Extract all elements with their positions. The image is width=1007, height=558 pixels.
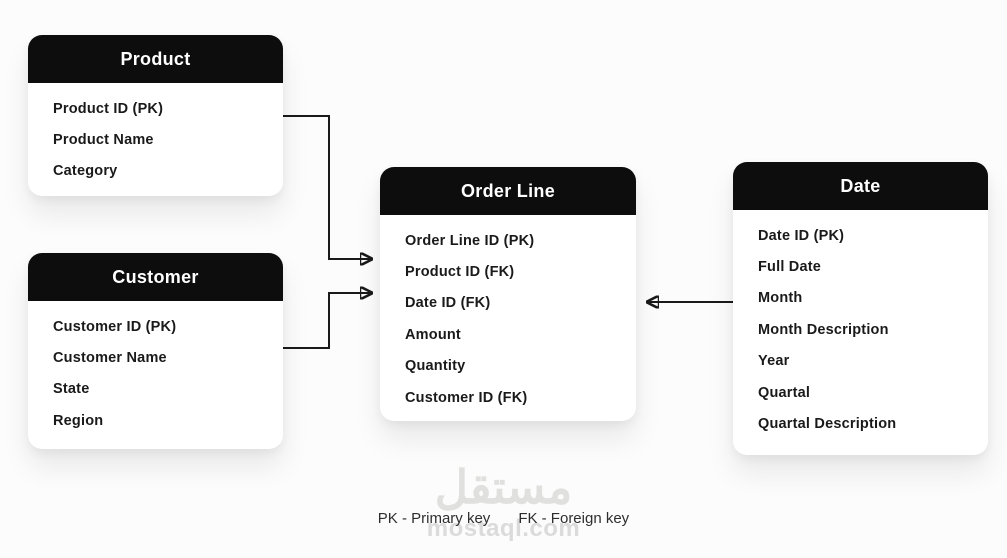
entity-title-customer: Customer [112,266,199,287]
field-state: State [53,381,90,398]
watermark: مستقل mostaql.com [0,462,1007,543]
entity-title-date: Date [840,175,881,196]
mostaql-logo: مستقل [434,461,573,513]
field-quantity: Quantity [405,358,466,375]
entity-header-date: Date [733,162,988,210]
watermark-domain: mostaql.com [426,514,581,542]
legend: PK - Primary key FK - Foreign key [0,510,1007,527]
field-category: Category [53,163,118,180]
entity-header-product: Product [28,35,283,83]
entity-body-order-line: Order Line ID (PK) Product ID (FK) Date … [380,215,636,414]
entity-body-product: Product ID (PK) Product Name Category [28,83,283,188]
entity-header-customer: Customer [28,253,283,301]
legend-pk-label: PK - Primary key [377,510,491,527]
entity-title-order-line: Order Line [460,180,556,201]
field-customer-name: Customer Name [53,350,167,367]
field-order-line-id-pk: Order Line ID (PK) [405,232,535,249]
field-customer-id-fk: Customer ID (FK) [405,389,528,406]
field-product-id-fk: Product ID (FK) [405,264,515,281]
entity-card-customer: Customer Customer ID (PK) Customer Name … [28,253,283,449]
field-quartal: Quartal [758,384,811,401]
entity-body-date: Date ID (PK) Full Date Month Month Descr… [733,210,988,440]
field-full-date: Full Date [758,259,822,276]
field-product-name: Product Name [53,132,154,149]
field-month: Month [758,290,803,307]
entity-title-product: Product [120,48,191,69]
connector-customer-to-orderline [283,293,371,349]
field-product-id-pk: Product ID (PK) [53,100,164,117]
field-quartal-description: Quartal Description [758,416,897,433]
entity-body-customer: Customer ID (PK) Customer Name State Reg… [28,301,283,437]
field-customer-id-pk: Customer ID (PK) [53,318,177,335]
entity-card-order-line: Order Line Order Line ID (PK) Product ID… [380,167,636,421]
field-date-id-pk: Date ID (PK) [758,227,845,244]
legend-fk-label: FK - Foreign key [518,510,630,527]
entity-card-date: Date Date ID (PK) Full Date Month Month … [733,162,988,455]
connector-product-to-orderline [283,115,371,259]
entity-header-order-line: Order Line [380,167,636,215]
field-date-id-fk: Date ID (FK) [405,295,491,312]
field-year: Year [758,353,790,370]
entity-card-product: Product Product ID (PK) Product Name Cat… [28,35,283,196]
field-amount: Amount [405,326,461,343]
field-region: Region [53,412,104,429]
field-month-description: Month Description [758,321,889,338]
